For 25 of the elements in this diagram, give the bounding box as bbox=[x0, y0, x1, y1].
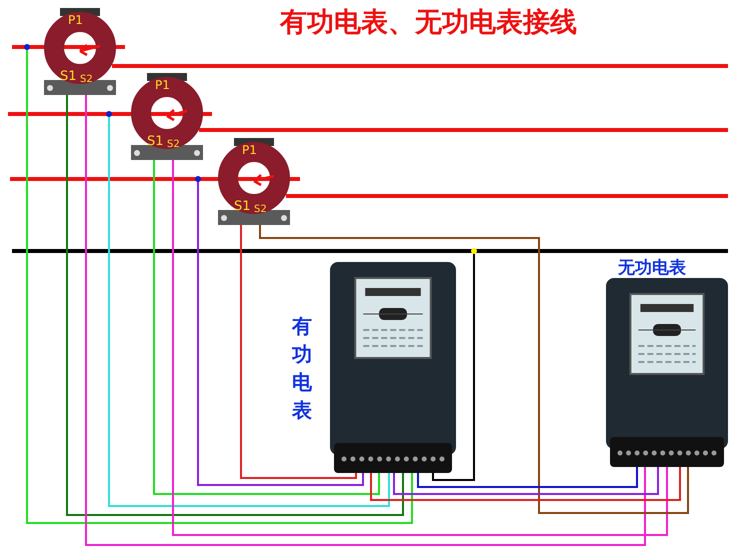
terminal-label: P1 bbox=[155, 78, 170, 92]
terminal-label: S2 bbox=[80, 74, 93, 85]
terminal-label: S1 bbox=[147, 134, 164, 149]
wire bbox=[370, 467, 681, 501]
wire bbox=[153, 160, 380, 495]
meter-caption: 无功电表 bbox=[618, 257, 686, 279]
wire bbox=[66, 95, 404, 516]
terminal-label: P1 bbox=[242, 143, 257, 157]
wire bbox=[197, 179, 364, 486]
wire bbox=[172, 160, 668, 536]
wire bbox=[240, 225, 357, 479]
wire bbox=[393, 467, 659, 495]
terminal-label: S1 bbox=[234, 199, 251, 214]
wire bbox=[417, 467, 638, 488]
wire bbox=[26, 47, 413, 524]
title: 有功电表、无功电表接线 bbox=[280, 6, 577, 40]
wire bbox=[432, 251, 475, 481]
wire bbox=[108, 114, 390, 507]
terminal-label: P1 bbox=[68, 13, 83, 27]
meter-caption: 有功电表 bbox=[290, 313, 313, 424]
terminal-label: S2 bbox=[254, 204, 267, 215]
wire bbox=[85, 95, 646, 546]
terminal-label: S1 bbox=[60, 69, 77, 84]
wire bbox=[259, 225, 689, 514]
terminal-label: S2 bbox=[167, 139, 180, 150]
